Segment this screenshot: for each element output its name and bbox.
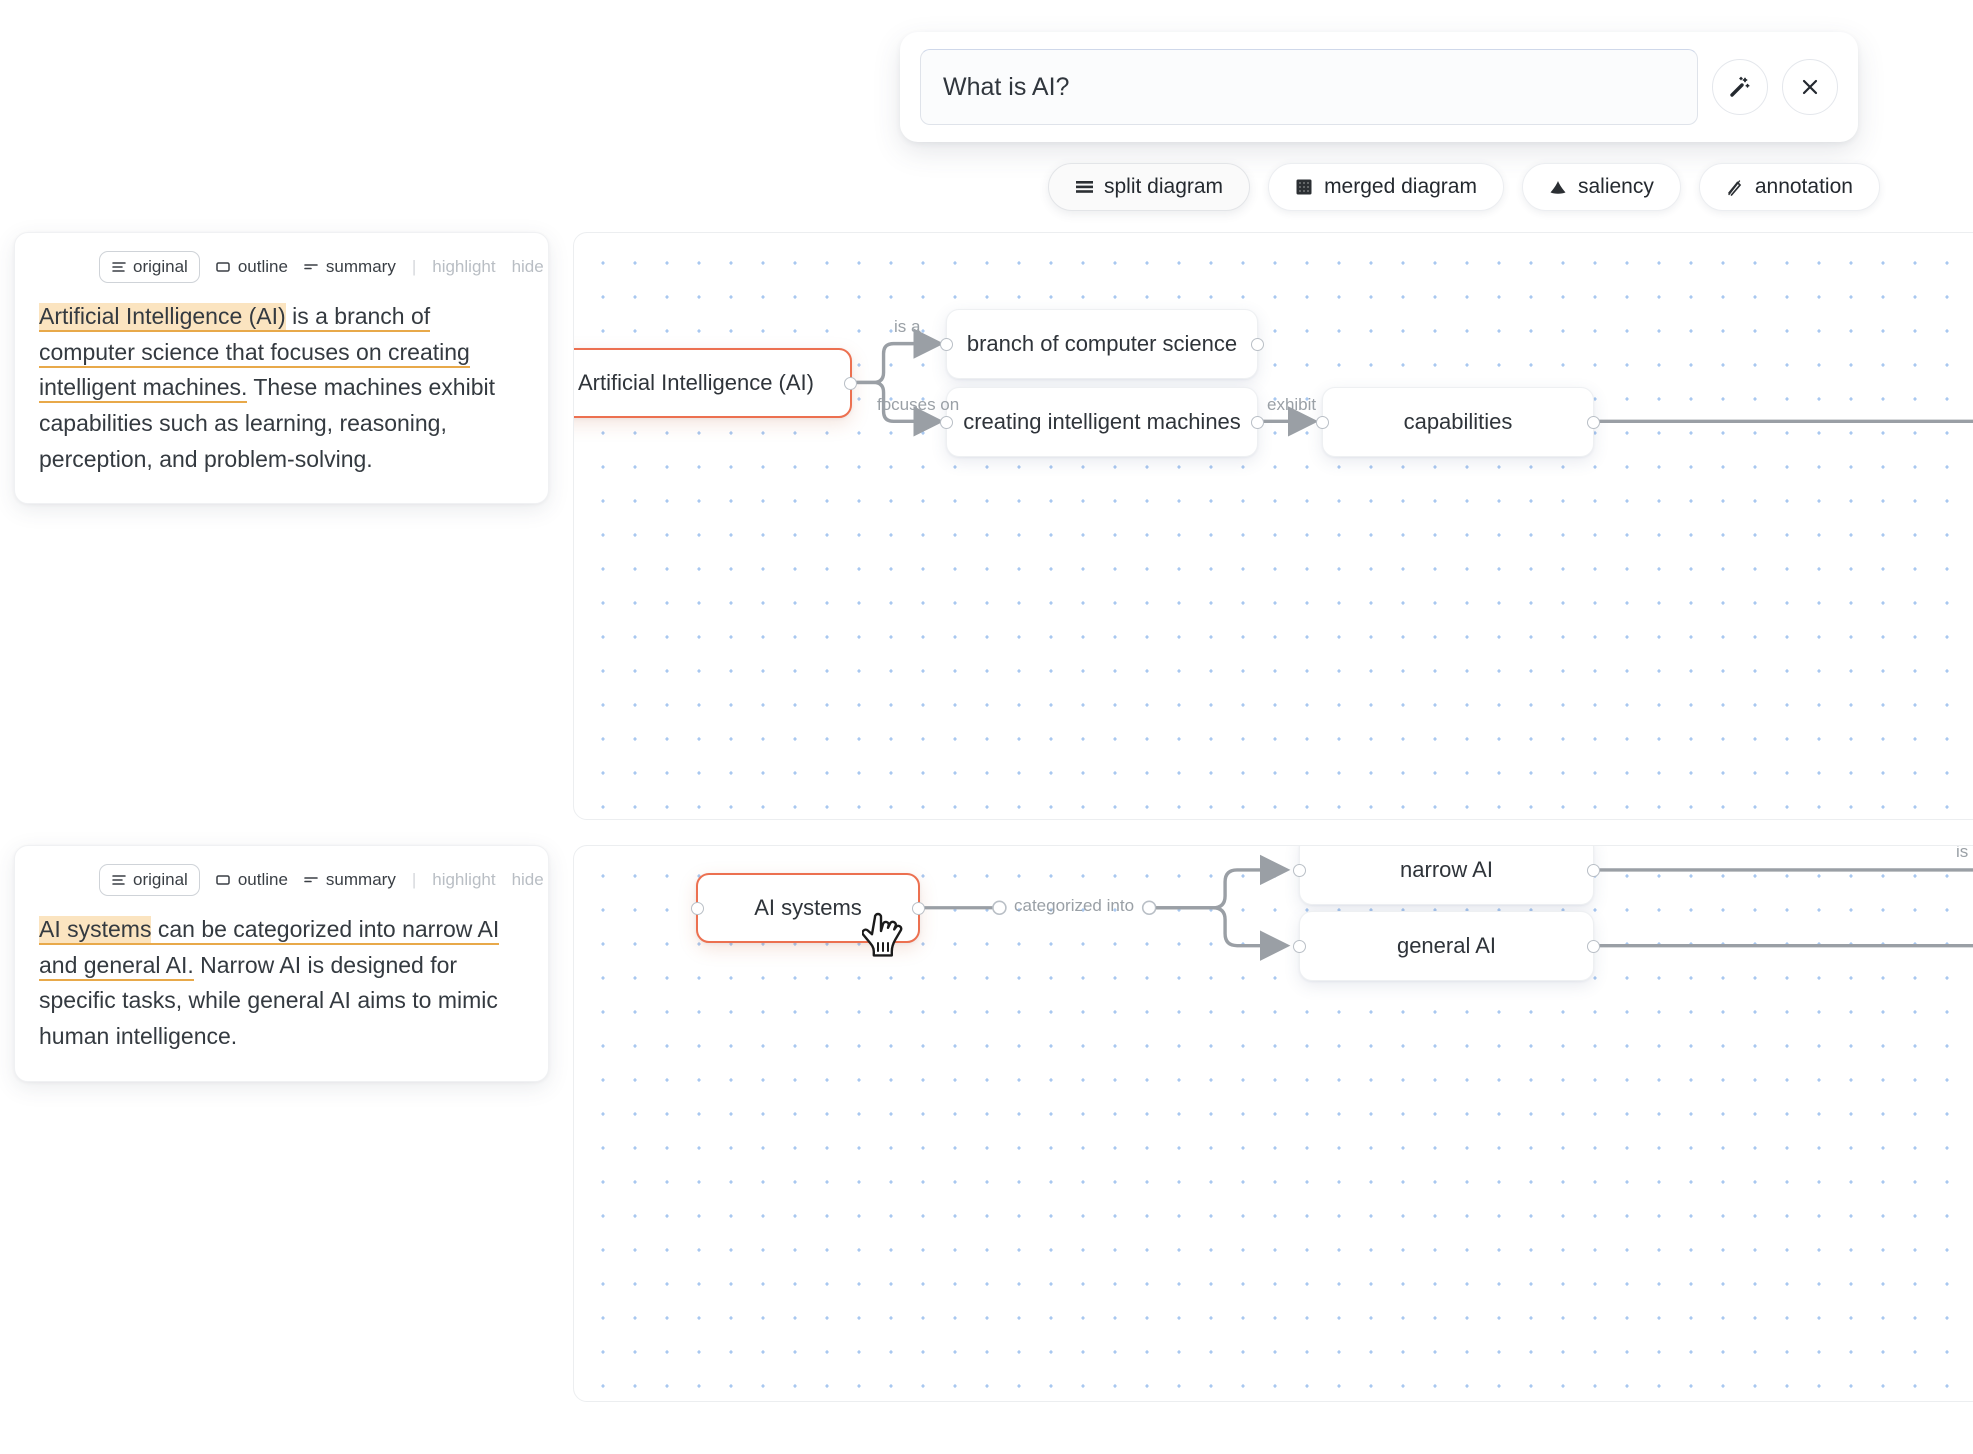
node-handle-left[interactable]	[1316, 415, 1329, 429]
node-handle-right[interactable]	[1251, 337, 1264, 351]
hide-label: hide	[511, 870, 544, 889]
node-handle-left[interactable]	[1293, 939, 1306, 953]
diagram-node-ai-systems[interactable]: AI systems	[691, 873, 925, 943]
lines-icon	[111, 873, 126, 888]
highlight-label: highlight	[432, 257, 496, 276]
node-handle-right[interactable]	[1587, 863, 1600, 877]
edge-anchor-dot	[992, 900, 1007, 916]
view-summary-button[interactable]: summary	[304, 870, 396, 890]
mode-button-label: merged diagram	[1324, 175, 1477, 198]
diagram-node-general-ai[interactable]: general AI	[1293, 911, 1600, 981]
node-handle-left[interactable]	[940, 415, 953, 429]
node-handle-right[interactable]	[1251, 415, 1264, 429]
node-label: capabilities	[1403, 409, 1513, 434]
view-summary-label: summary	[325, 870, 396, 889]
triangle-icon	[1549, 178, 1567, 196]
filled-square-icon	[1295, 178, 1313, 196]
edge-label-categorized-into: categorized into	[1014, 896, 1135, 915]
node-label: branch of computer science	[966, 331, 1238, 356]
mode-button-split-diagram[interactable]: split diagram	[1048, 163, 1251, 211]
stacked-lines-icon	[1075, 178, 1093, 196]
node-label: narrow AI	[1400, 857, 1493, 882]
highlight-label: highlight	[432, 870, 496, 889]
underlined-phrase[interactable]: is a branch of computer science that foc…	[39, 303, 470, 404]
view-outline-label: outline	[237, 257, 288, 276]
edge-label-focuses-on: focuses on	[877, 395, 960, 414]
mode-button-label: annotation	[1754, 175, 1853, 198]
view-summary-button[interactable]: summary	[304, 257, 396, 277]
view-original-label: original	[133, 870, 188, 889]
hide-button[interactable]: hide	[512, 870, 544, 890]
node-label: Artificial Intelligence (AI)	[578, 370, 814, 395]
highlight-button[interactable]: highlight	[432, 870, 495, 890]
view-original-button[interactable]: original	[99, 864, 200, 896]
view-original-button[interactable]: original	[99, 251, 200, 283]
mode-button-label: saliency	[1577, 175, 1654, 198]
edge-label-is-designed: is d	[1956, 845, 1973, 861]
diagram-node-narrow-ai[interactable]: narrow AI	[1293, 846, 1600, 905]
edge-to-general	[1156, 906, 1291, 961]
rectangle-icon	[216, 260, 231, 275]
hide-button[interactable]: hide	[512, 257, 544, 277]
node-label: AI systems	[754, 895, 862, 920]
card-view-toolbar: original outline summary | highlight	[99, 864, 544, 896]
close-button[interactable]	[1782, 59, 1838, 115]
search-bar	[900, 32, 1858, 142]
summary-lines-icon	[304, 873, 319, 888]
node-handle-right[interactable]	[844, 376, 857, 390]
edge-to-narrow	[1156, 854, 1291, 910]
edge-label-is-a: is a	[894, 317, 921, 336]
edge-is-a	[850, 328, 944, 385]
underlined-phrase[interactable]: can be categorized into narrow AI and ge…	[39, 916, 500, 981]
diagram-node-capabilities[interactable]: capabilities	[1316, 387, 1600, 457]
highlight-button[interactable]: highlight	[432, 257, 495, 277]
mode-toolbar: split diagram merged diagram	[1048, 163, 1880, 211]
card-view-toolbar: original outline summary | highlight	[99, 251, 544, 283]
rectangle-icon	[216, 873, 231, 888]
highlighted-phrase[interactable]: AI systems	[39, 916, 152, 945]
search-input[interactable]	[920, 49, 1698, 125]
view-original-label: original	[133, 257, 188, 276]
toolbar-divider: |	[411, 257, 417, 276]
magic-wand-icon	[1728, 75, 1752, 99]
magic-wand-button[interactable]	[1712, 59, 1768, 115]
plain-text: Narrow AI is designed for specific tasks…	[39, 951, 498, 1049]
diagram-node-ai[interactable]: Artificial Intelligence (AI)	[574, 348, 857, 418]
diagram-canvas-2[interactable]: AI systems narrow AI general AI categori…	[573, 845, 1973, 1402]
node-handle-left[interactable]	[691, 901, 704, 915]
node-handle-right[interactable]	[1587, 415, 1600, 429]
mode-button-saliency[interactable]: saliency	[1521, 163, 1681, 211]
lines-icon	[111, 260, 126, 275]
mode-button-label: split diagram	[1104, 175, 1224, 198]
node-handle-left[interactable]	[1293, 863, 1306, 877]
node-label: general AI	[1396, 933, 1497, 958]
source-text-card: original outline summary | highlight	[14, 845, 549, 1082]
source-text-card: original outline summary | highlight	[14, 232, 549, 505]
node-handle-right[interactable]	[1587, 939, 1600, 953]
mode-button-annotation[interactable]: annotation	[1698, 163, 1880, 211]
view-outline-button[interactable]: outline	[216, 870, 288, 890]
diagram-node-creating-intelligent-machines[interactable]: creating intelligent machines	[940, 387, 1264, 457]
edge-label-exhibit: exhibit	[1267, 395, 1317, 414]
toolbar-divider: |	[411, 870, 417, 889]
node-handle-left[interactable]	[940, 337, 953, 351]
summary-lines-icon	[304, 260, 319, 275]
card-text: Artificial Intelligence (AI) is a branch…	[39, 299, 524, 477]
close-icon	[1798, 75, 1822, 99]
card-text: AI systems can be categorized into narro…	[39, 912, 524, 1055]
view-summary-label: summary	[325, 257, 396, 276]
plain-text: These machines exhibit capabilities such…	[39, 374, 496, 472]
mode-button-merged-diagram[interactable]: merged diagram	[1268, 163, 1504, 211]
diagram-node-branch-of-computer-science[interactable]: branch of computer science	[940, 309, 1264, 379]
edges-layer-1	[850, 328, 1973, 437]
view-outline-button[interactable]: outline	[216, 257, 288, 277]
edge-anchor-dot	[1141, 900, 1157, 916]
hide-label: hide	[511, 257, 544, 276]
highlighted-phrase[interactable]: Artificial Intelligence (AI)	[39, 303, 286, 332]
pen-slash-icon	[1726, 178, 1744, 196]
diagram-canvas-1[interactable]: Artificial Intelligence (AI) branch of c…	[573, 232, 1973, 820]
view-outline-label: outline	[237, 870, 288, 889]
node-handle-right[interactable]	[912, 901, 925, 915]
node-label: creating intelligent machines	[963, 409, 1241, 434]
